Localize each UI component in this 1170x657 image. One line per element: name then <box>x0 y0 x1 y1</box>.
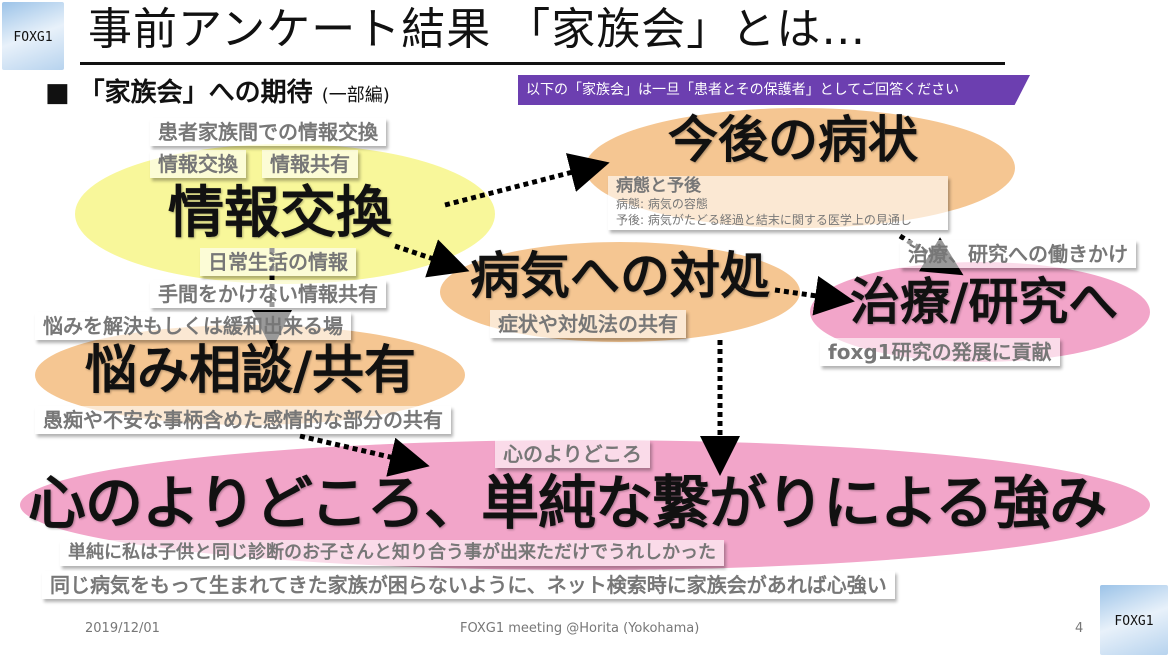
page-number: 4 <box>1075 621 1084 636</box>
instruction-banner: 以下の「家族会」は一旦「患者とその保護者」としてご回答ください <box>518 75 1030 105</box>
note-box: 悩みを解決もしくは緩和出来る場 <box>35 312 351 340</box>
label-info: 情報交換 <box>168 181 392 246</box>
page-title: 事前アンケート結果 「家族会」とは… <box>88 4 867 55</box>
note-box: 症状や対処法の共有 <box>490 310 686 338</box>
subtitle-note: (一部編) <box>321 85 390 106</box>
logo-text: FOXG1 <box>13 30 53 45</box>
bullet: ■ <box>45 78 70 108</box>
note-box: 心のよりどころ <box>495 440 650 468</box>
label-coping: 病気への対処 <box>470 247 770 305</box>
note-line: 予後: 病気がたどる経過と結末に関する医学上の見通し <box>616 213 912 227</box>
note-box: 治療、研究への働きかけ <box>900 240 1136 268</box>
label-worry: 悩み相談/共有 <box>85 341 416 401</box>
subtitle-main: 「家族会」への期待 <box>78 78 313 108</box>
arrow <box>394 239 470 278</box>
label-research: 治療/研究へ <box>850 273 1119 331</box>
note-box: 情報共有 <box>262 150 358 178</box>
note-box: 愚痴や不安な事柄含めた感情的な部分の共有 <box>35 406 451 434</box>
note-line: 病態: 病気の容態 <box>616 197 708 211</box>
label-future: 今後の病状 <box>668 111 918 169</box>
footer-title: FOXG1 meeting @Horita (Yokohama) <box>460 621 700 636</box>
foxg1-logo-footer: FOXG1 <box>1100 585 1168 655</box>
note-box: 情報交換 <box>150 150 246 178</box>
footer-date: 2019/12/01 <box>85 621 160 636</box>
foxg1-logo: FOXG1 <box>2 2 64 70</box>
title-underline <box>80 62 1005 65</box>
note-box-pathology: 病態と予後 病態: 病気の容態 予後: 病気がたどる経過と結末に関する医学上の見… <box>608 176 948 230</box>
logo-text: FOXG1 <box>1114 614 1154 629</box>
arrow <box>774 275 855 316</box>
note-box: 日常生活の情報 <box>200 248 356 276</box>
label-heart: 心のよりどころ、単純な繋がりによる強み <box>28 469 1107 537</box>
note-box: foxg1研究の発展に貢献 <box>820 338 1060 366</box>
note-box: 単純に私は子供と同じ診断のお子さんと知り合う事が出来ただけでうれしかった <box>60 540 724 566</box>
note-title: 病態と予後 <box>616 176 701 196</box>
note-box: 同じ病気をもって生まれてきた家族が困らないように、ネット検索時に家族会があれば心… <box>42 571 895 599</box>
note-box: 患者家族間での情報交換 <box>150 118 386 146</box>
arrow <box>444 153 610 208</box>
arrow <box>299 433 430 477</box>
note-box: 手間をかけない情報共有 <box>150 280 386 308</box>
subtitle: ■ 「家族会」への期待 (一部編) <box>45 76 390 113</box>
